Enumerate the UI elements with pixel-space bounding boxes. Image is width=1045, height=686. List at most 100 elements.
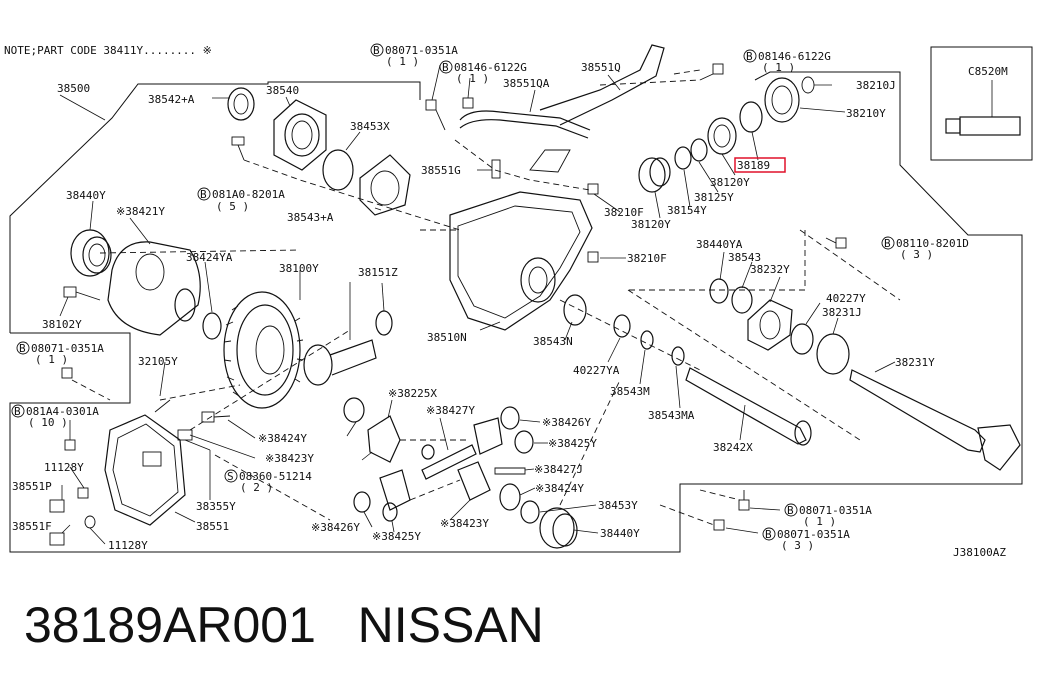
label-08071-mid: 08071-0351A xyxy=(31,342,104,355)
label-38151z: 38151Z xyxy=(358,266,398,279)
badge-s-08360: S xyxy=(224,469,238,483)
label-38427y: ※38427Y xyxy=(426,404,475,417)
label-38453x: 38453X xyxy=(350,120,390,133)
label-38231j: 38231J xyxy=(822,306,862,319)
label-08071-bot1: 08071-0351A xyxy=(799,504,872,517)
label-38232y: 38232Y xyxy=(750,263,790,276)
label-08146-a: 08146-6122G xyxy=(454,61,527,74)
label-38154y: 38154Y xyxy=(667,204,707,217)
label-38543m: 38543M xyxy=(610,385,650,398)
label-08360: 08360-51214 xyxy=(239,470,312,483)
svg-text:B: B xyxy=(884,237,891,250)
label-40227ya: 40227YA xyxy=(573,364,620,377)
label-081a0-qty: ( 5 ) xyxy=(216,200,249,213)
footer-brand: NISSAN xyxy=(357,597,544,653)
footer-part-number: 38189AR001 xyxy=(24,597,316,653)
label-38543ma: 38543MA xyxy=(648,409,695,422)
label-38210f-a: 38210F xyxy=(604,206,644,219)
label-38542a: 38542+A xyxy=(148,93,195,106)
pinion-bearing-stack xyxy=(593,76,846,219)
label-08110-qty: ( 3 ) xyxy=(900,248,933,261)
badge-b-08071-mid: B xyxy=(16,341,30,355)
label-38120y-a: 38120Y xyxy=(710,176,750,189)
c8520m-inset xyxy=(945,80,1021,136)
label-081a4: 081A4-0301A xyxy=(26,405,99,418)
label-38543a: 38543+A xyxy=(287,211,334,224)
badge-b-08146-b: B xyxy=(743,49,757,63)
label-38543: 38543 xyxy=(728,251,761,264)
svg-text:B: B xyxy=(746,50,753,63)
label-38423y-b: ※38423Y xyxy=(440,517,489,530)
label-08146-b-qty: ( 1 ) xyxy=(762,61,795,74)
label-38540: 38540 xyxy=(266,84,299,97)
footer-caption: 38189AR001 NISSAN xyxy=(24,596,544,654)
svg-text:S: S xyxy=(227,470,234,483)
label-38426y-b: ※38426Y xyxy=(311,521,360,534)
lower-right-bolts xyxy=(659,489,781,534)
badge-markers: B B B B B B B S B B xyxy=(11,43,895,541)
label-38551p: 38551P xyxy=(12,480,52,493)
label-38225x: ※38225X xyxy=(388,387,437,400)
carrier-housing-group xyxy=(420,44,724,341)
diff-internals-group xyxy=(343,379,621,549)
badge-b-08071-bot2: B xyxy=(762,527,776,541)
label-38231y: 38231Y xyxy=(895,356,935,369)
svg-text:B: B xyxy=(442,61,449,74)
label-08071-top-qty: ( 1 ) xyxy=(386,55,419,68)
label-38440y-a: 38440Y xyxy=(66,189,106,202)
label-38210y: 38210Y xyxy=(846,107,886,120)
badge-b-08071-bot1: B xyxy=(784,503,798,517)
svg-text:B: B xyxy=(373,44,380,57)
exploded-parts-diagram: B B B B B B B S B B NOTE;PART CODE 38411… xyxy=(4,43,1033,559)
label-38551q: 38551Q xyxy=(581,61,621,74)
label-38120y-b: 38120Y xyxy=(631,218,671,231)
label-38189: 38189 xyxy=(737,159,770,172)
badge-b-08110: B xyxy=(881,236,895,250)
label-38423y-a: ※38423Y xyxy=(265,452,314,465)
label-08071-bot2: 08071-0351A xyxy=(777,528,850,541)
label-38102y: 38102Y xyxy=(42,318,82,331)
label-38551: 38551 xyxy=(196,520,229,533)
label-08146-a-qty: ( 1 ) xyxy=(456,72,489,85)
label-38355y: 38355Y xyxy=(196,500,236,513)
label-38125y: 38125Y xyxy=(694,191,734,204)
label-11128y-b: 11128Y xyxy=(108,539,148,552)
label-c8520m: C8520M xyxy=(968,65,1008,78)
label-38500: 38500 xyxy=(57,82,90,95)
label-38100y: 38100Y xyxy=(279,262,319,275)
label-38424y-a: ※38424Y xyxy=(258,432,307,445)
badge-b-08146-a: B xyxy=(439,60,453,74)
label-08360-qty: ( 2 ) xyxy=(240,481,273,494)
badge-b-081a4: B xyxy=(11,404,25,418)
label-38453y: 38453Y xyxy=(598,499,638,512)
label-081a4-qty: ( 10 ) xyxy=(28,416,68,429)
label-38242x: 38242X xyxy=(713,441,753,454)
label-38510n: 38510N xyxy=(427,331,467,344)
label-38427j: ※38427J xyxy=(534,463,583,476)
label-38210j: 38210J xyxy=(856,79,896,92)
label-38543n: 38543N xyxy=(533,335,573,348)
label-38551qa: 38551QA xyxy=(503,77,550,90)
front-cover-group xyxy=(59,87,461,340)
label-08146-b: 08146-6122G xyxy=(758,50,831,63)
label-40227y: 40227Y xyxy=(826,292,866,305)
label-38440y-b: 38440Y xyxy=(600,527,640,540)
label-38440ya: 38440YA xyxy=(696,238,743,251)
svg-text:B: B xyxy=(200,188,207,201)
label-32105y: 32105Y xyxy=(138,355,178,368)
badge-b-081a0: B xyxy=(197,187,211,201)
ring-pinion-group xyxy=(223,270,393,409)
assembly-frames xyxy=(9,46,1033,553)
label-08071-bot2-qty: ( 3 ) xyxy=(781,539,814,552)
label-38551f: 38551F xyxy=(12,520,52,533)
label-08110: 08110-8201D xyxy=(896,237,969,250)
label-38424y-b: ※38424Y xyxy=(535,482,584,495)
label-08071-top: 08071-0351A xyxy=(385,44,458,57)
label-38426y-a: ※38426Y xyxy=(542,416,591,429)
label-38551g: 38551G xyxy=(421,164,461,177)
label-11128y-a: 11128Y xyxy=(44,461,84,474)
highlight-box-38189 xyxy=(734,157,786,173)
svg-text:B: B xyxy=(14,405,21,418)
svg-text:B: B xyxy=(787,504,794,517)
part-labels: NOTE;PART CODE 38411Y........ ※ J38100AZ… xyxy=(4,44,1008,559)
